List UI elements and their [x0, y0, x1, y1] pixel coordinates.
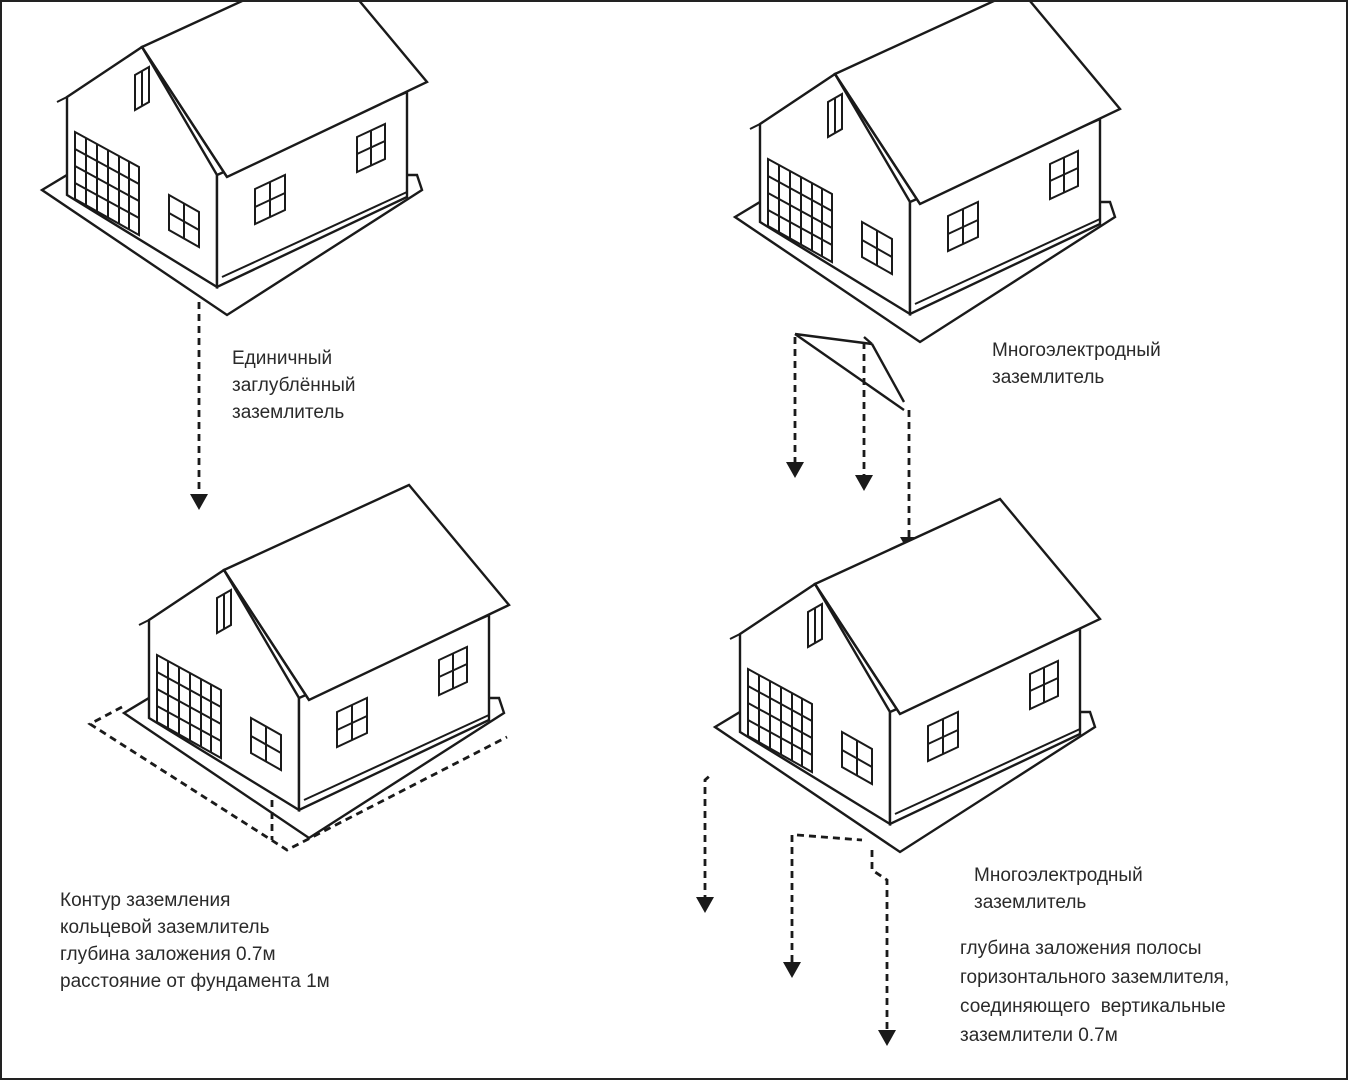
rod-arrow-2 [855, 475, 873, 491]
caption-line: Контур заземления [60, 890, 231, 911]
caption-line: глубина заложения 0.7м [60, 944, 276, 965]
house-ring-contour [122, 483, 511, 840]
caption-line: глубина заложения полосы [960, 938, 1202, 959]
bottom-rod-arrow-3 [878, 1030, 896, 1046]
caption-multi-electrode-top: Многоэлектродный заземлитель [992, 337, 1161, 391]
house-multi-electrode-top [733, 2, 1122, 344]
caption-line: Единичный [232, 348, 333, 369]
caption-line: заглублённый [232, 375, 356, 396]
caption-line: Многоэлектродный [992, 340, 1161, 361]
caption-line: соединяющего вертикальные [960, 996, 1226, 1017]
ring-contour-dashed [87, 705, 508, 852]
caption-line: горизонтального заземлителя, [960, 967, 1230, 988]
bottom-rod-arrow-1 [696, 897, 714, 913]
caption-single-electrode: Единичный заглублённый заземлитель [232, 345, 356, 426]
caption-ring-contour: Контур заземления кольцевой заземлитель … [60, 887, 330, 995]
caption-multi-electrode-bottom-title: Многоэлектродный заземлитель [974, 862, 1143, 916]
caption-line: расстояние от фундамента 1м [60, 971, 330, 992]
bottom-rod-arrow-2 [783, 962, 801, 978]
caption-line: заземлители 0.7м [960, 1025, 1118, 1046]
caption-line: кольцевой заземлитель [60, 917, 270, 938]
multi-electrode-top-rods [793, 337, 911, 542]
caption-multi-electrode-bottom-desc: глубина заложения полосы горизонтального… [960, 934, 1229, 1050]
house-single-electrode [40, 2, 429, 317]
rod-arrow-1 [786, 462, 804, 478]
house-multi-electrode-bottom [713, 497, 1102, 854]
caption-line: заземлитель [232, 402, 345, 423]
single-electrode-arrow [190, 494, 208, 510]
multi-electrode-bottom-rods [703, 772, 889, 1032]
caption-line: заземлитель [992, 367, 1105, 388]
multi-electrode-top-wiring [794, 332, 906, 411]
caption-line: заземлитель [974, 892, 1087, 913]
caption-line: Многоэлектродный [974, 865, 1143, 886]
